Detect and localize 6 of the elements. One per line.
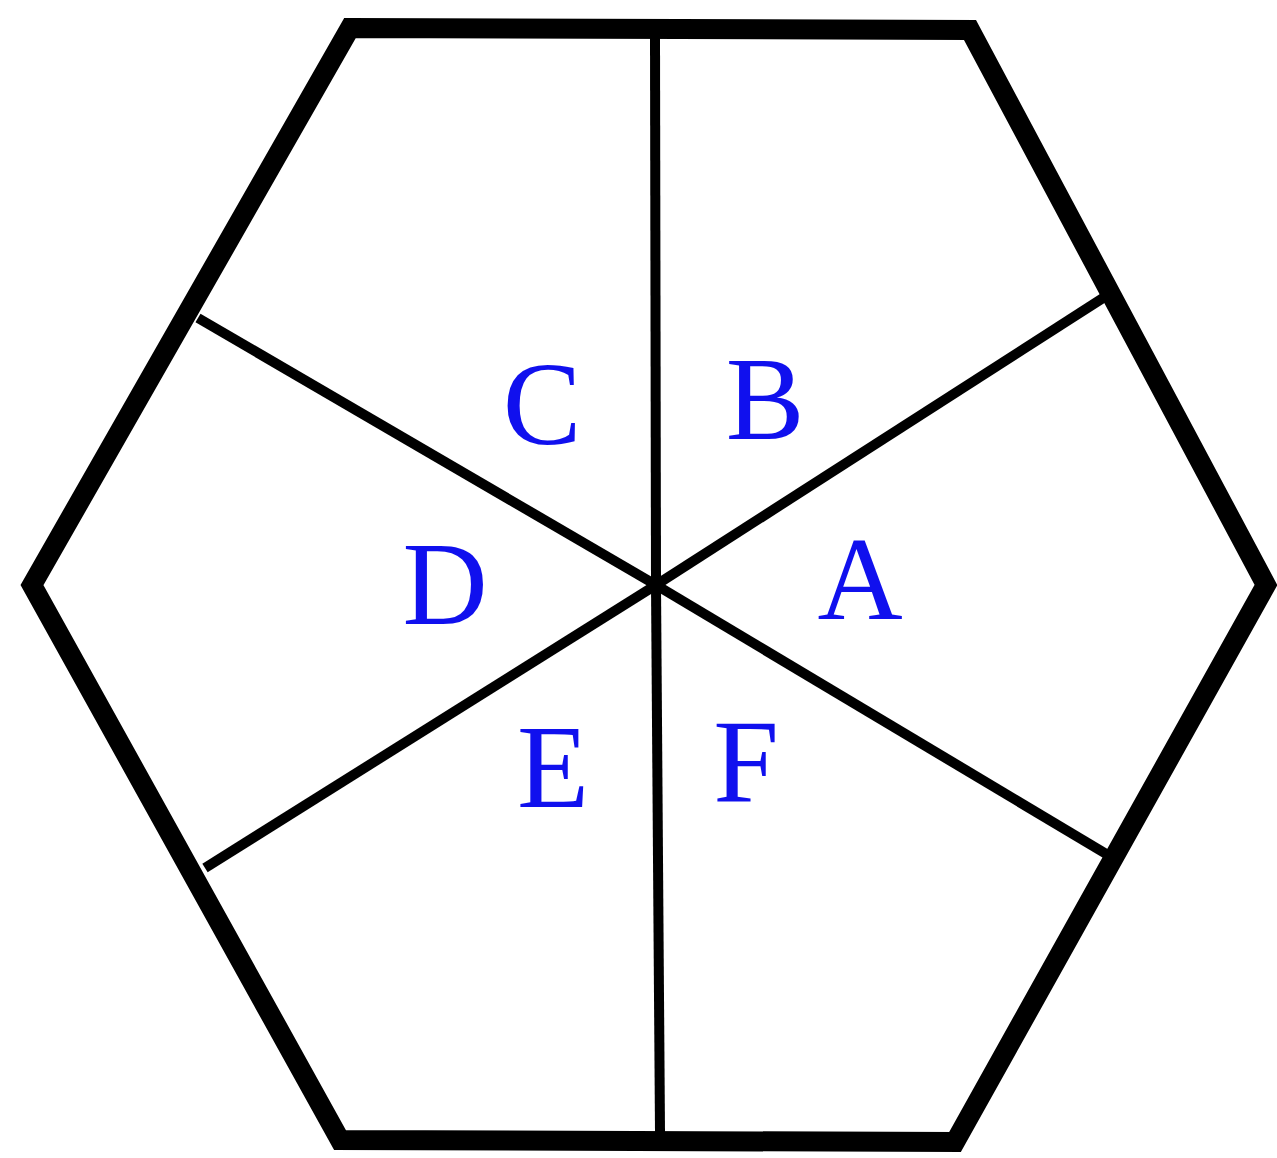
region-label: B xyxy=(725,341,805,459)
region-label: A xyxy=(817,521,903,639)
region-label: C xyxy=(502,346,582,464)
region-label: F xyxy=(713,704,779,822)
region-label: D xyxy=(402,526,488,644)
region-label: E xyxy=(516,709,590,827)
